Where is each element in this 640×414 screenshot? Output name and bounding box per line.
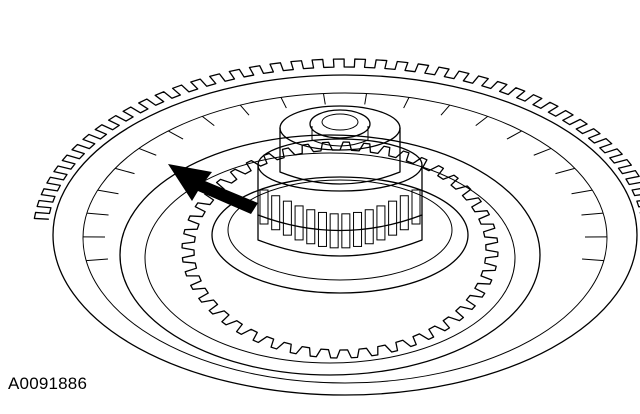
housing-spline-tooth (86, 258, 108, 262)
clutch-roller (282, 200, 292, 236)
clutch-roller (294, 205, 304, 241)
housing-spline-tooth (86, 212, 109, 216)
housing-spline-tooth (475, 115, 489, 127)
outer-clutch-plate (33, 58, 640, 220)
clutch-roller (376, 205, 386, 241)
housing-spline-tooth (440, 104, 451, 116)
roller-clutch (257, 138, 423, 257)
arrow-icon (168, 164, 258, 214)
clutch-roller (399, 195, 409, 231)
outer-plate-step (82, 92, 608, 384)
housing-spline-tooth (555, 167, 575, 175)
clutch-roller (388, 200, 398, 236)
housing-internal-splines (83, 93, 607, 262)
housing-spline-tooth (581, 212, 604, 216)
figure-id-label: A0091886 (8, 374, 88, 393)
housing-spline-tooth (582, 258, 604, 262)
housing-spline-tooth (571, 189, 593, 195)
gear-hub-step (227, 179, 453, 281)
housing-spline-tooth (403, 97, 410, 109)
clutch-roller (259, 189, 269, 225)
housing-spline-tooth (533, 147, 552, 156)
center-hub (279, 105, 401, 185)
housing-spline-tooth (322, 93, 326, 105)
housing-spline-tooth (280, 97, 287, 109)
clutch-roller (271, 195, 281, 231)
housing-spline-tooth (167, 130, 184, 140)
housing-spline-tooth (201, 115, 215, 127)
housing-spline-tooth (239, 104, 250, 116)
housing-spline-tooth (97, 189, 119, 195)
ring-band-outer (119, 134, 541, 376)
housing-spline-tooth (138, 147, 157, 156)
housing-spline-tooth (364, 93, 368, 105)
gear-hub-face (211, 176, 469, 294)
housing-spline-tooth (506, 130, 523, 140)
housing-spline-tooth (115, 167, 135, 175)
ring-band-inner (144, 152, 516, 364)
clutch-roller (411, 189, 421, 225)
helical-gear (181, 141, 499, 359)
clutch-roller (364, 209, 374, 245)
clutch-roller (306, 209, 316, 245)
outer-plate-inner-edge (52, 74, 638, 396)
